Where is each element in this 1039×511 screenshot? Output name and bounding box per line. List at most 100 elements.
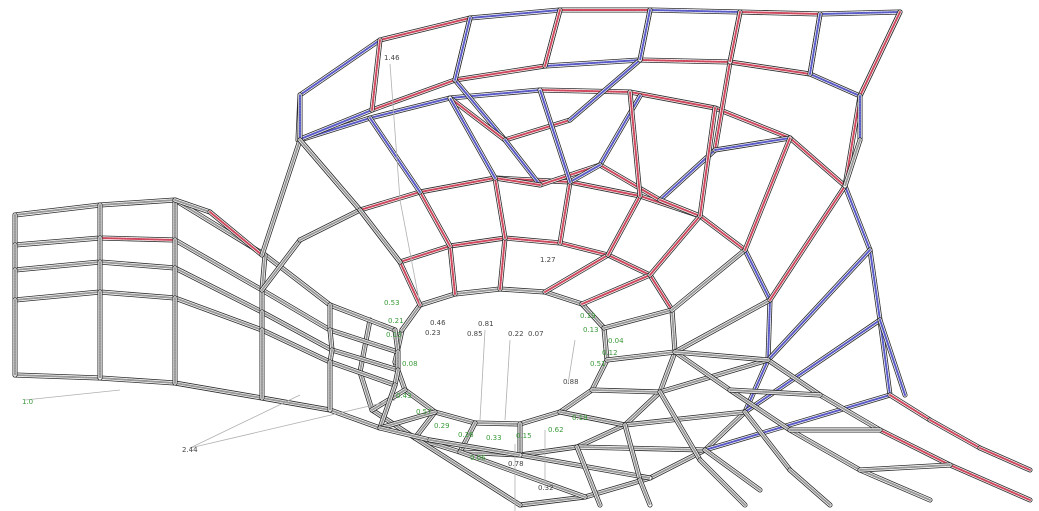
frame-member bbox=[605, 193, 643, 258]
frame-member bbox=[262, 252, 333, 308]
frame-member bbox=[452, 15, 473, 83]
annotation-leader-line bbox=[479, 329, 486, 421]
annotation-labels: 1.46 1.0 0.53 0.21 0.13 1.27 0.46 0.23 0… bbox=[22, 54, 624, 492]
frame-member bbox=[557, 387, 595, 415]
annotation-label: 0.81 bbox=[478, 320, 494, 328]
frame-member bbox=[787, 135, 848, 189]
frame-member bbox=[697, 213, 748, 253]
frame-member bbox=[877, 317, 908, 398]
frame-member bbox=[12, 235, 103, 248]
frame-member bbox=[697, 105, 718, 219]
frame-member bbox=[172, 237, 265, 293]
frame-member bbox=[447, 95, 508, 143]
annotation-label: 0.26 bbox=[458, 431, 474, 439]
frame-member bbox=[737, 9, 823, 17]
frame-member bbox=[517, 409, 563, 427]
annotation-label: 0.06 bbox=[470, 454, 486, 462]
frame-member bbox=[327, 327, 401, 355]
frame-member bbox=[647, 213, 703, 278]
frame-member bbox=[377, 382, 398, 431]
frame-member bbox=[567, 162, 603, 185]
frame-member bbox=[857, 462, 953, 473]
frame-member bbox=[765, 357, 823, 398]
frame-member bbox=[867, 247, 883, 323]
frame-member bbox=[207, 209, 265, 258]
frame-member bbox=[427, 437, 523, 458]
frame-member bbox=[502, 117, 573, 143]
frame-member bbox=[605, 252, 653, 278]
frame-member bbox=[452, 63, 548, 83]
frame-member bbox=[172, 380, 265, 401]
frame-member bbox=[947, 462, 1033, 503]
frame-member bbox=[397, 243, 453, 265]
frame-member bbox=[472, 420, 523, 427]
frame-member bbox=[627, 89, 718, 111]
frame-member bbox=[12, 289, 103, 303]
frame-member bbox=[259, 395, 333, 413]
frame-member bbox=[97, 235, 178, 243]
annotation-label: 0.19 bbox=[572, 414, 588, 422]
frame-member bbox=[377, 15, 473, 43]
frame-member bbox=[537, 87, 633, 95]
frame-member bbox=[392, 327, 401, 355]
frame-member bbox=[452, 77, 508, 143]
frame-member bbox=[727, 387, 793, 433]
annotation-label: 0.32 bbox=[538, 484, 554, 492]
frame-member bbox=[172, 197, 213, 215]
frame-member bbox=[567, 57, 643, 123]
frame-member bbox=[712, 105, 793, 141]
frame-member bbox=[579, 272, 653, 307]
frame-member bbox=[542, 7, 563, 69]
frame-member bbox=[447, 243, 458, 297]
frame-member bbox=[367, 95, 453, 121]
frame-member bbox=[697, 457, 748, 508]
frame-member bbox=[397, 259, 423, 308]
frame-member bbox=[857, 9, 903, 99]
frame-member bbox=[557, 179, 573, 246]
frame-member bbox=[627, 89, 643, 199]
frame-member bbox=[842, 183, 873, 253]
annotation-label: 0.19 bbox=[580, 312, 596, 320]
frame-member bbox=[567, 179, 643, 199]
annotation-label: 0.13 bbox=[386, 331, 402, 339]
frame-member bbox=[647, 272, 675, 313]
frame-member bbox=[742, 409, 793, 473]
frame-member bbox=[412, 435, 523, 508]
frame-member bbox=[327, 327, 335, 353]
frame-member bbox=[12, 202, 103, 218]
frame-member bbox=[817, 392, 883, 433]
frame-member bbox=[259, 287, 333, 333]
frame-member bbox=[702, 447, 763, 493]
frame-member bbox=[97, 375, 178, 386]
frame-member bbox=[787, 467, 833, 508]
frame-member bbox=[702, 392, 893, 453]
frame-member bbox=[537, 87, 573, 185]
frame-member bbox=[857, 467, 933, 503]
annotation-label: 0.08 bbox=[402, 360, 418, 368]
frame-member bbox=[637, 7, 653, 63]
frame-member bbox=[589, 387, 663, 395]
frame-member bbox=[579, 301, 607, 331]
frame-member bbox=[399, 302, 423, 333]
frame-member bbox=[657, 349, 678, 395]
frame-member bbox=[369, 37, 383, 113]
frame-member bbox=[447, 95, 498, 181]
frame-member bbox=[637, 57, 733, 65]
frame-member bbox=[542, 252, 611, 295]
annotation-label: 1.27 bbox=[540, 256, 556, 264]
annotation-leader-line bbox=[189, 394, 301, 449]
frame-member bbox=[259, 137, 303, 258]
frame-member bbox=[637, 477, 653, 508]
frame-member bbox=[589, 357, 610, 393]
frame-member bbox=[497, 286, 548, 295]
frame-member bbox=[727, 387, 823, 398]
frame-member bbox=[622, 409, 748, 428]
frame-member bbox=[417, 189, 453, 249]
frame-member bbox=[327, 359, 398, 388]
annotation-leader-line bbox=[24, 389, 121, 401]
annotation-leader-line bbox=[189, 399, 396, 449]
annotation-label: 0.78 bbox=[508, 460, 524, 468]
frame-member bbox=[669, 307, 678, 355]
frame-member bbox=[467, 7, 563, 21]
